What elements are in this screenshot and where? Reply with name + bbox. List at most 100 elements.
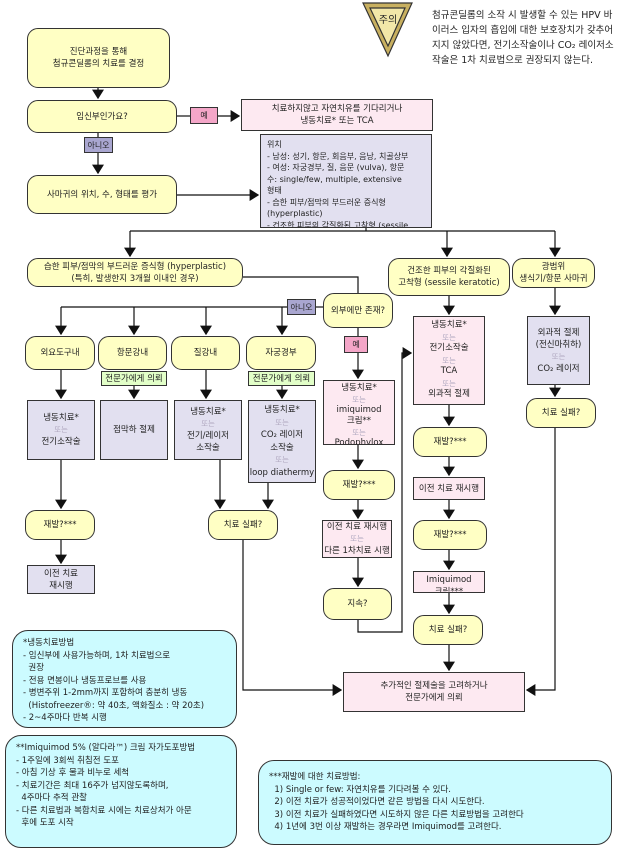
node-info: 위치- 남성: 성기, 항문, 회음부, 음낭, 치골상부- 여성: 자궁경부,… [260, 134, 432, 228]
text-line: 크림** [346, 416, 372, 426]
text-line: loop diathermy [249, 467, 315, 478]
text-line: 재발?*** [433, 530, 467, 540]
text-line: 치료 실패? [223, 520, 263, 530]
text-line: - 치료기간은 최대 16주가 넘지않도록하며, [16, 780, 169, 791]
text-line: 전문가에게 의뢰 [252, 373, 311, 384]
or-label: 또는 [352, 428, 366, 437]
text-line: - 여성: 자궁경부, 질, 음문 (vulva), 항문 [267, 163, 405, 172]
text-line: 추가적인 절제술을 고려하거나 [380, 681, 488, 691]
text-line: Imiquimod [426, 575, 472, 585]
or-label: 또는 [442, 332, 456, 342]
text-line: - 다른 치료법과 복합치료 시에는 치료상처가 아문 [16, 805, 192, 816]
text-line: - 임신부에 사용가능하며, 1차 치료법으로 [23, 650, 171, 661]
text-line: 다른 1차치료 시행 [324, 546, 390, 556]
text-line: CO₂ 레이저 [260, 430, 304, 440]
tag-yes: 예 [190, 107, 218, 124]
text-line: 수: single/few, multiple, extensive [267, 174, 402, 184]
text-line: 크림*** [434, 587, 464, 593]
text-line: 1) Single or few: 자연치유를 기다려볼 수 있다. [269, 784, 451, 795]
text-line: 전기소작술 [429, 343, 469, 354]
or-label: 또는 [551, 351, 566, 361]
text-line: 진단과정을 통해 [69, 47, 128, 57]
text-line: 소작술 [270, 442, 294, 453]
node-retry: 이전 치료 재시행 [413, 477, 485, 500]
text-line: - 전용 면봉이나 냉동프로브를 사용 [23, 675, 147, 686]
text-line: 전기소작술 [41, 437, 81, 447]
text-line: ***재발에 대한 치료방법: [269, 772, 361, 782]
or-label: 또는 [442, 378, 456, 388]
text-line: - 남성: 성기, 항문, 회음부, 음낭, 치골상부 [267, 151, 409, 161]
text-line: CO₂ 레이저 [537, 363, 580, 374]
text-line: - 아침 기상 후 물과 비누로 세척 [16, 768, 130, 778]
text-line: 후에 도포 시작 [16, 818, 74, 828]
text-line: 첨규콘딜롬의 치료를 결정 [52, 59, 145, 69]
text-line: 냉동치료* [264, 405, 300, 415]
text-line: 4) 1년에 3번 이상 재발하는 경우라면 Imiquimod를 고려한다. [269, 822, 502, 832]
text-line: - 건조한 피부의 각질화된 고착형 (sessile [267, 220, 409, 228]
text-line: 이전 치료 재시행 [418, 483, 480, 494]
or-label: 또는 [54, 425, 68, 434]
decision-recurrence: 재발?*** [413, 427, 487, 457]
tag-no: 아니오 [84, 137, 113, 153]
text-line: 냉동치료* [43, 413, 79, 423]
text-line: *냉동치료방법 [23, 638, 75, 648]
text-line: Podophylox [334, 438, 384, 445]
text-line: 재발?*** [43, 520, 77, 530]
or-label: 또는 [350, 534, 364, 543]
tag-yes: 예 [344, 336, 368, 353]
text-line: 재발?*** [433, 437, 467, 447]
decision-recurrence: 재발?*** [25, 510, 95, 540]
node-evaluate: 사마귀의 위치, 수, 형태를 평가 [27, 175, 177, 214]
decision-recurrence: 재발?*** [413, 520, 487, 550]
text-line: 소작술 [196, 443, 220, 453]
text-line: 항문강내 [116, 348, 149, 358]
text-line: - 2~4주마다 반복 시행 [23, 713, 107, 723]
text-line: 외과적 절제 [537, 327, 580, 338]
node-anal-treatment: 점막하 절제 [100, 400, 168, 460]
text-line: 냉동치료* 또는 TCA [300, 116, 374, 126]
text-line: 냉동치료* [190, 407, 226, 417]
decision-persist: 지속? [323, 588, 392, 620]
text-line: - 습한 피부/점막의 부드러운 증식형 (hyperplastic) [267, 197, 386, 219]
text-line: (특히, 발생한지 3개월 이내인 경우) [71, 273, 199, 284]
node-refer: 전문가에게 의뢰 [248, 371, 315, 386]
text-line: 권장 [23, 663, 45, 673]
text-line: 고착형 (sessile keratotic) [398, 278, 500, 288]
node-imiquimod: Imiquimod 크림*** [413, 571, 485, 593]
caution-text: 첨규콘딜롬의 소작 시 발생할 수 있는 HPV 바이러스 입자의 흡입에 대한… [432, 10, 614, 66]
decision-treatment-failed: 치료 실패? [208, 510, 278, 540]
text-line: 습한 피부/점막의 부드러운 증식형 (hyperplastic) [43, 261, 227, 272]
text-line: 사마귀의 위치, 수, 형태를 평가 [46, 189, 158, 200]
text-line: TCA [440, 366, 458, 377]
decision-external-only: 외부에만 존재? [323, 293, 393, 328]
decision-treatment-failed: 치료 실패? [413, 615, 483, 645]
text-line: 이전 치료 [44, 568, 78, 579]
node-anal: 항문강내 [98, 336, 167, 370]
text-line: 외요도구내 [40, 348, 80, 358]
text-line: 생식기/항문 사마귀 [519, 274, 588, 284]
text-line: 전기/레이저 [187, 431, 229, 441]
note-cryotherapy: *냉동치료방법 - 임신부에 사용가능하며, 1차 치료법으로 권장 - 전용 면봉… [12, 630, 237, 728]
text-line: 광범위 [541, 262, 566, 272]
text-line: 2) 이전 치료가 성공적이었다면 같은 방법을 다시 시도한다. [269, 797, 485, 807]
node-cervix: 자궁경부 [246, 336, 316, 370]
text-line: 3) 이전 치료가 실패하였다면 시도하지 않은 다른 치료방법을 고려한다 [269, 809, 524, 820]
text-line: 전문가에게 의뢰 [405, 693, 463, 703]
text-line: imiquimod [336, 405, 382, 415]
text-line: 치료 실패? [428, 625, 468, 635]
text-line: - 1주일에 3회씩 취침전 도포 [16, 755, 119, 766]
text-line: (Histofreezer®: 약 40초, 액화질소 : 약 20초) [23, 700, 205, 711]
